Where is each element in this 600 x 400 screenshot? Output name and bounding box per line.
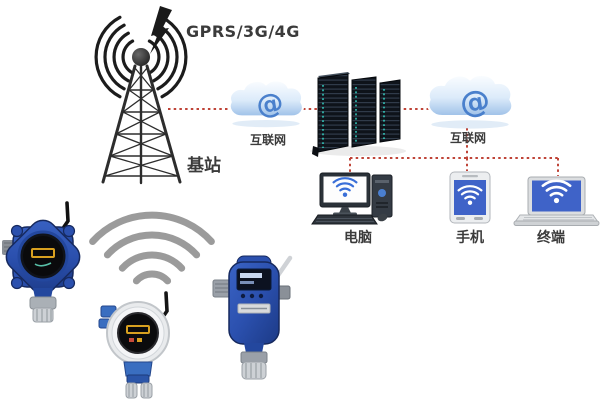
keyboard-icon [311,214,378,225]
network-type-label: GPRS/3G/4G [186,22,300,41]
base-station-label: 基站 [187,156,221,176]
server-rack-icon [310,72,406,157]
mouse-icon [377,213,388,222]
gas-detector-3-icon [212,255,293,380]
gas-detector-2-icon [98,291,170,399]
tower-lattice [101,62,182,185]
internet-label-2: 互联网 [449,131,486,145]
at-sign-icon: @ [254,87,286,122]
internet-cloud-2-icon: @ [427,73,514,130]
terminal-label: 终端 [537,230,565,246]
computer-label: 电脑 [344,230,372,246]
laptop-icon [513,176,600,226]
tower-top-ball [132,48,150,66]
internet-cloud-1-icon: @ [228,79,304,129]
smartphone-icon [449,171,491,224]
detector-display [236,268,272,291]
lightning-bolt-icon [150,6,172,54]
at-sign-icon: @ [457,83,492,122]
server-status-lights [322,85,385,148]
wifi-signal-icon [89,211,215,285]
connection-dashed-lines [168,108,559,176]
internet-label-1: 互联网 [249,133,286,147]
radio-tower-icon [94,6,188,185]
phone-label: 手机 [456,230,484,246]
gas-detector-1-icon [2,201,81,323]
desktop-computer-icon [311,172,393,225]
